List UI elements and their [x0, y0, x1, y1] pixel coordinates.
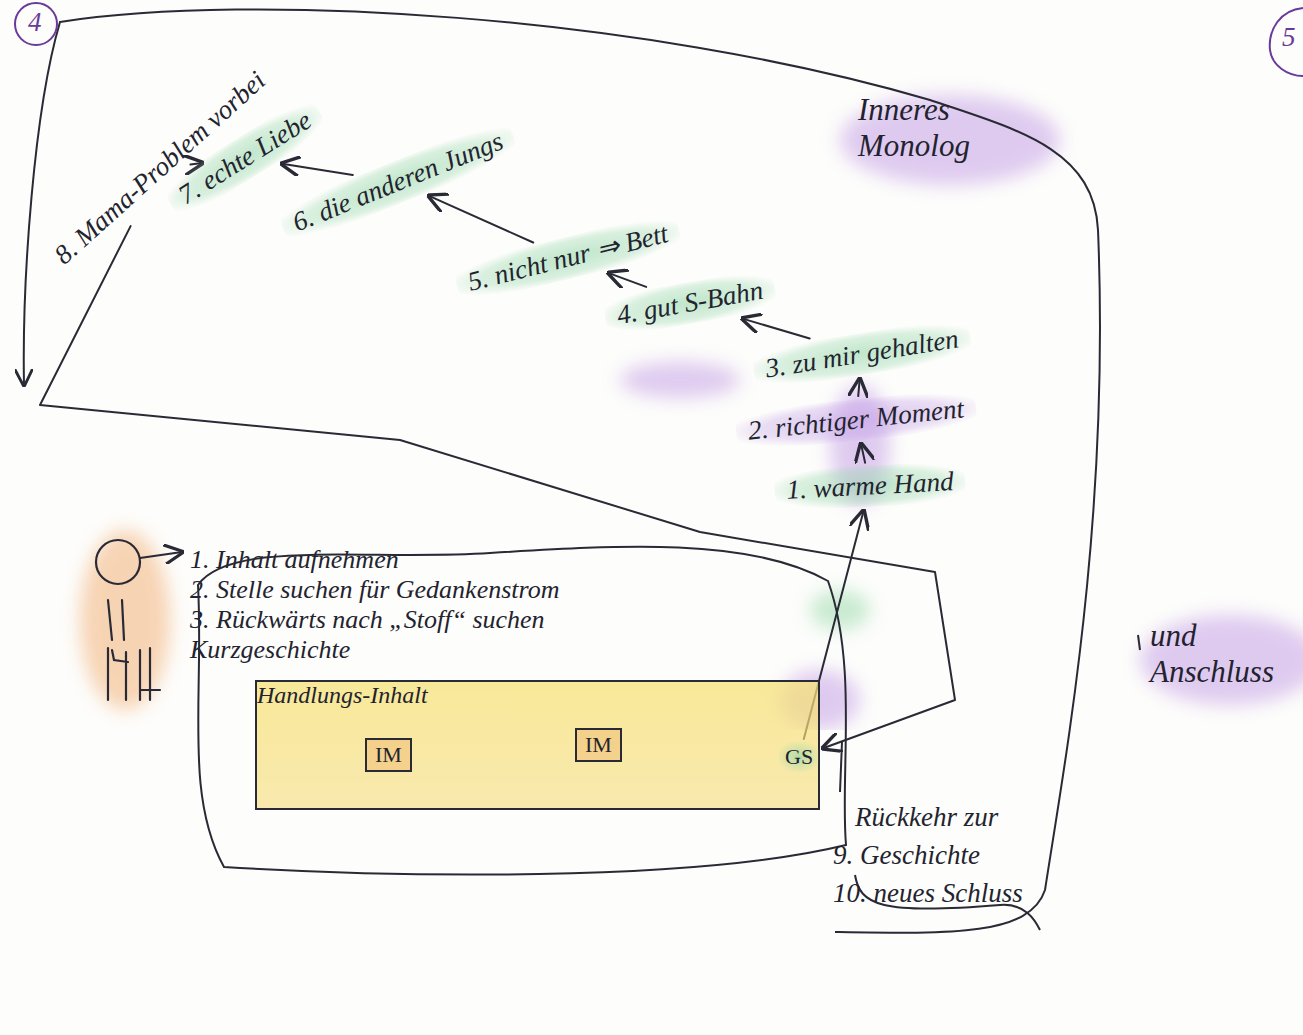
thought-item: 3. zu mir gehalten	[751, 317, 974, 392]
thought-item: 1. warme Hand	[773, 461, 966, 512]
flow-arrow	[858, 379, 860, 396]
node-text: 2. richtiger Moment	[747, 393, 966, 447]
section-title: und Anschluss	[1150, 618, 1298, 689]
node-text: 3. zu mir gehalten	[763, 323, 960, 384]
node-text: 1. Inhalt aufnehmen	[190, 545, 850, 575]
node-text: 5. nicht nur ⇒ Bett	[465, 218, 672, 298]
number-circle	[15, 3, 57, 45]
node-text: 6. die anderen Jungs	[288, 126, 507, 239]
stick-figure	[96, 540, 182, 700]
thought-item: 2. richtiger Moment	[734, 387, 978, 453]
color-wash	[80, 95, 1303, 730]
section-title: Inneres Monolog	[858, 92, 1048, 163]
node-text: GS	[785, 744, 813, 770]
node-text: Kurzgeschichte	[190, 635, 850, 665]
monologue-box: IM	[575, 728, 622, 762]
node-text: IM	[585, 732, 612, 758]
flow-arrow	[429, 196, 533, 243]
monologue-box: IM	[365, 738, 412, 772]
flow-arrow	[861, 444, 865, 463]
step-note: 9. Geschichte	[833, 840, 980, 871]
monologue-outline	[24, 9, 1100, 932]
node-text: 2. Stelle suchen für Gedankenstrom	[190, 575, 850, 605]
tick-mark	[1138, 635, 1140, 650]
flow-arrow	[40, 226, 955, 748]
node-text: Handlungs-Inhalt	[257, 682, 818, 709]
stream-start: GS	[779, 742, 819, 772]
tick-mark	[840, 742, 842, 792]
step-note: Rückkehr zur	[855, 802, 998, 833]
node-text: 4. gut S-Bahn	[615, 275, 766, 331]
story-cloud: 1. Inhalt aufnehmen2. Stelle suchen für …	[190, 545, 850, 875]
number-circle	[1270, 8, 1303, 76]
flow-arrow	[282, 164, 353, 175]
node-text: 3. Rückwärts nach „Stoff“ suchen	[190, 605, 850, 635]
page-number: 5	[1282, 22, 1296, 53]
flow-arrow	[743, 319, 810, 339]
node-text: 1. warme Hand	[786, 466, 955, 506]
step-note: 10. neues Schluss	[833, 878, 1023, 909]
page-number: 4	[28, 7, 42, 38]
node-text: IM	[375, 742, 402, 768]
thought-item: 4. gut S-Bahn	[602, 268, 778, 338]
plot-box: Handlungs-InhaltIM IM GS	[255, 680, 820, 810]
flow-arrow	[609, 273, 646, 287]
